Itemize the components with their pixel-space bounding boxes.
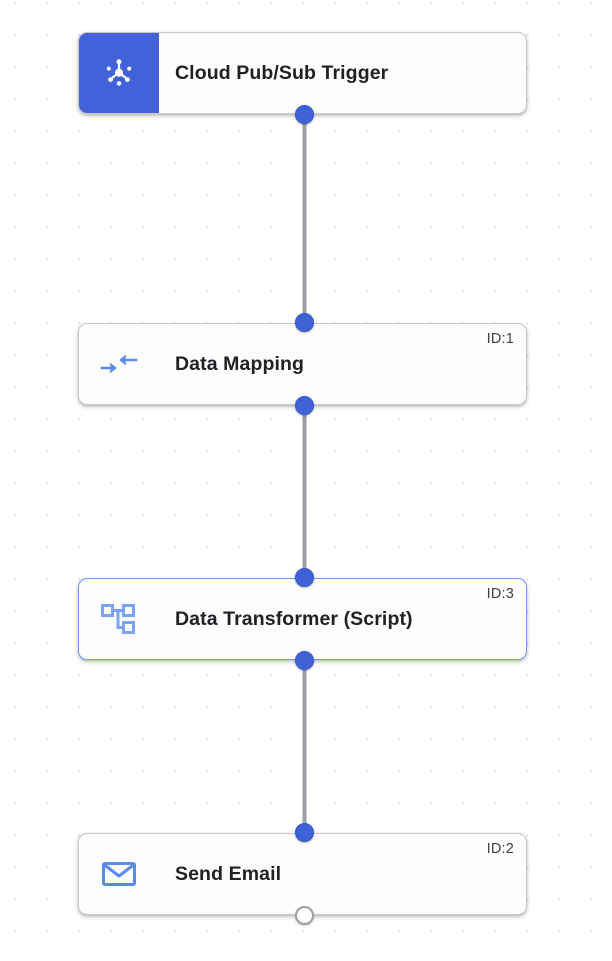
node-title: Data Mapping bbox=[175, 352, 305, 375]
schema-tree-icon bbox=[79, 579, 159, 659]
output-handle-send-email[interactable] bbox=[295, 906, 314, 925]
node-title: Cloud Pub/Sub Trigger bbox=[175, 61, 389, 84]
node-send-email[interactable]: Send Email ID:2 bbox=[78, 833, 527, 915]
output-handle-data-mapping[interactable] bbox=[295, 396, 314, 415]
output-handle-data-transformer-script[interactable] bbox=[295, 651, 314, 670]
node-cloud-pubsub-trigger[interactable]: Cloud Pub/Sub Trigger bbox=[78, 32, 527, 114]
pubsub-hub-icon bbox=[79, 33, 159, 113]
output-handle-cloud-pubsub-trigger[interactable] bbox=[295, 105, 314, 124]
node-id-label: ID:3 bbox=[486, 586, 514, 602]
input-handle-send-email[interactable] bbox=[295, 823, 314, 842]
node-title: Data Transformer (Script) bbox=[175, 607, 413, 630]
node-id-label: ID:2 bbox=[486, 841, 514, 857]
node-data-mapping[interactable]: Data Mapping ID:1 bbox=[78, 323, 527, 405]
node-data-transformer-script[interactable]: Data Transformer (Script) ID:3 bbox=[78, 578, 527, 660]
node-id-label: ID:1 bbox=[486, 331, 514, 347]
node-title: Send Email bbox=[175, 862, 282, 885]
input-handle-data-mapping[interactable] bbox=[295, 313, 314, 332]
envelope-icon bbox=[79, 834, 159, 914]
merge-arrows-icon bbox=[79, 324, 159, 404]
input-handle-data-transformer-script[interactable] bbox=[295, 568, 314, 587]
